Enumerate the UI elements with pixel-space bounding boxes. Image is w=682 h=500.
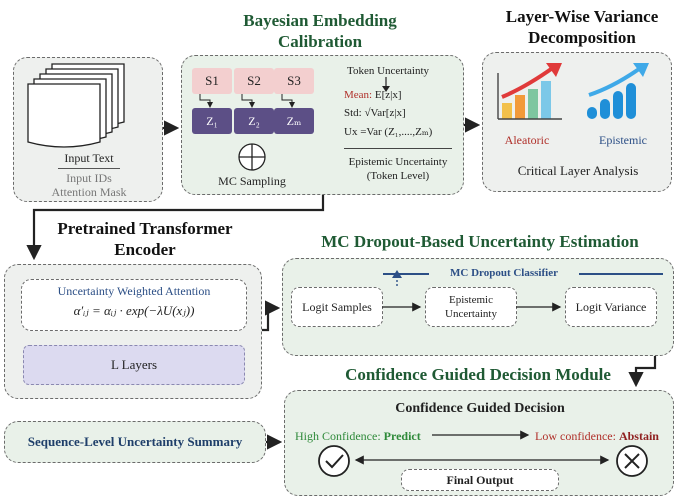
std-row: Std: √Var[z|x] <box>344 107 464 119</box>
classifier-label: MC Dropout Classifier <box>429 267 579 279</box>
epistemic-chart-icon <box>587 63 649 119</box>
input-panel: Input Text Input IDs Attention Mask <box>13 57 163 202</box>
abstain-label: Abstain <box>618 429 659 443</box>
mean-expr: E[z|x] <box>374 89 402 101</box>
sequence-summary-box: Sequence-Level Uncertainty Summary <box>4 421 266 463</box>
arrow-encoder-mc <box>262 300 281 332</box>
l-layers-box: L Layers <box>23 345 245 385</box>
token-uncertainty-label: Token Uncertainty <box>347 65 430 77</box>
input-ids-label: Input IDs <box>66 171 112 185</box>
latent-box-z1: Z₁ <box>192 108 232 134</box>
layerwise-title: Layer-Wise Variance Decomposition <box>482 6 682 48</box>
epistemic-uncertainty-box: Epistemic Uncertainty <box>425 287 517 327</box>
uwa-formula: α′ᵢⱼ = αᵢⱼ · exp(−λU(xⱼ)) <box>73 303 195 318</box>
input-text-label: Input Text <box>64 151 114 165</box>
logit-samples-box: Logit Samples <box>291 287 383 327</box>
decision-title: Confidence Guided Decision <box>395 401 565 416</box>
check-icon <box>318 445 350 477</box>
epistemic-label: Epistemic <box>599 133 647 147</box>
sample-box-s3: S3 <box>274 68 314 94</box>
std-label: Std: <box>344 107 362 119</box>
down-arrow-icon <box>382 77 390 92</box>
bayesian-title-line1: Bayesian Embedding <box>243 11 397 30</box>
layerwise-panel: Aleatoric Epistemic Critical Layer Analy… <box>482 52 672 192</box>
epistemic-token-line2: (Token Level) <box>366 170 430 182</box>
final-output-box: Final Output <box>401 469 559 491</box>
arrow-bayesian-encoder <box>26 195 325 261</box>
low-label: Low confidence: <box>535 429 616 443</box>
sample-box-s2: S2 <box>234 68 274 94</box>
logit-variance-box: Logit Variance <box>565 287 657 327</box>
bayesian-panel: S1 S2 S3 Z₁ Z₂ Zₘ MC Sampling Token Unce… <box>181 55 464 195</box>
bayesian-title: Bayesian Embedding Calibration <box>190 10 450 52</box>
attention-mask-label: Attention Mask <box>51 185 127 199</box>
mc-dropout-panel: MC Dropout Classifier Logit Samples Epis… <box>282 258 674 356</box>
mc-sampling-label: MC Sampling <box>218 174 286 188</box>
mc-epistemic-line2: Uncertainty <box>445 308 497 320</box>
encoder-panel: Uncertainty Weighted Attention α′ᵢⱼ = αᵢ… <box>4 264 262 399</box>
std-expr: √Var[z|x] <box>364 107 406 119</box>
cross-icon <box>616 445 648 477</box>
layerwise-title-line2: Decomposition <box>528 28 636 47</box>
latent-box-z2: Z₂ <box>234 108 274 134</box>
confidence-module-title: Confidence Guided Decision Module <box>345 365 611 384</box>
latent-box-zm: Zₘ <box>274 108 314 134</box>
aleatoric-chart-icon <box>497 63 562 120</box>
high-confidence-label: High Confidence: Predict <box>295 429 465 444</box>
input-divider <box>58 168 120 169</box>
mc-sampling-icon <box>238 143 266 171</box>
epistemic-token-line1: Epistemic Uncertainty <box>348 156 448 168</box>
uwa-box: Uncertainty Weighted Attention α′ᵢⱼ = αᵢ… <box>21 279 247 331</box>
bayesian-title-line2: Calibration <box>277 32 363 51</box>
mc-epistemic-line1: Epistemic <box>449 294 493 306</box>
layerwise-title-line1: Layer-Wise Variance <box>505 7 659 26</box>
mc-dropout-title: MC Dropout-Based Uncertainty Estimation <box>321 232 639 251</box>
pretrained-title-line1: Pretrained Transformer <box>57 219 233 238</box>
pretrained-title: Pretrained Transformer Encoder <box>40 218 250 260</box>
mean-label: Mean: <box>344 89 373 101</box>
sample-arrows <box>199 94 295 108</box>
predict-label: Predict <box>383 429 421 443</box>
high-label: High Confidence: <box>295 429 381 443</box>
sample-box-s1: S1 <box>192 68 232 94</box>
ux-row: Ux =Var (Z₁,....,Zₘ) <box>344 125 464 138</box>
low-confidence-label: Low confidence: Abstain <box>535 429 675 444</box>
ux-expr: =Var (Z₁,....,Zₘ) <box>360 126 433 138</box>
aleatoric-label: Aleatoric <box>504 133 550 147</box>
uwa-title: Uncertainty Weighted Attention <box>57 284 211 298</box>
document-stack-icon <box>27 63 125 148</box>
critical-layer-label: Critical Layer Analysis <box>517 163 639 178</box>
mean-row: Mean: E[z|x] <box>344 89 464 101</box>
ux-label: Ux <box>344 126 358 138</box>
bayesian-divider <box>344 148 452 149</box>
pretrained-title-line2: Encoder <box>114 240 176 259</box>
decision-panel: Confidence Guided Decision High Confiden… <box>284 390 674 496</box>
arrow-mc-decision <box>628 356 657 388</box>
epistemic-token-label: Epistemic Uncertainty (Token Level) <box>337 155 459 183</box>
